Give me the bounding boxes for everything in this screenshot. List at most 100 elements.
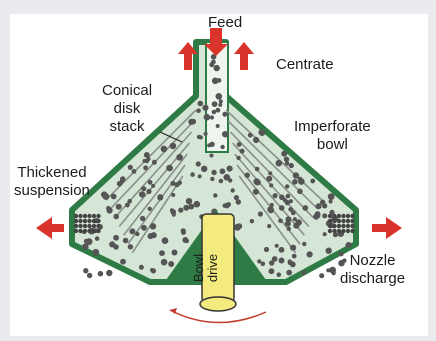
- particle: [143, 159, 147, 163]
- nozzle-particle: [83, 229, 87, 233]
- particle: [234, 195, 239, 200]
- particle: [148, 207, 152, 211]
- particle: [101, 191, 107, 197]
- particle: [151, 268, 156, 273]
- particle: [181, 230, 186, 235]
- particle: [231, 188, 235, 192]
- particle: [236, 156, 240, 160]
- particle: [161, 146, 168, 153]
- particle: [224, 203, 230, 209]
- particle: [216, 124, 220, 128]
- particle: [310, 179, 315, 184]
- particle: [279, 258, 285, 264]
- particle: [281, 151, 287, 157]
- label-conical-disk-stack: Conical disk stack: [102, 82, 152, 136]
- particle: [268, 171, 272, 175]
- particle: [83, 268, 88, 273]
- particle: [253, 189, 259, 195]
- label-nozzle: Nozzle: [340, 252, 405, 270]
- particle: [323, 232, 327, 236]
- particle: [202, 105, 208, 111]
- nozzle-particle: [350, 229, 354, 233]
- particle: [292, 179, 298, 185]
- nozzle-particle: [341, 219, 345, 223]
- particle: [227, 166, 233, 172]
- particle: [170, 208, 174, 212]
- particle: [275, 244, 279, 248]
- particle: [168, 261, 174, 267]
- particle: [219, 179, 224, 184]
- particle: [111, 194, 117, 200]
- nozzle-particle: [96, 224, 100, 228]
- particle: [220, 168, 226, 174]
- nozzle-particle: [78, 224, 82, 228]
- particle: [152, 160, 157, 165]
- particle: [259, 129, 266, 136]
- particle: [261, 262, 266, 267]
- particle: [237, 142, 242, 147]
- particle: [204, 114, 211, 121]
- particle: [141, 186, 146, 191]
- particle: [236, 223, 242, 229]
- nozzle-particle: [332, 224, 336, 228]
- particle: [120, 259, 126, 265]
- particle: [183, 205, 189, 211]
- nozzle-particle: [328, 229, 332, 233]
- particle: [322, 203, 327, 208]
- particle: [288, 207, 293, 212]
- particle: [198, 174, 202, 178]
- particle: [220, 145, 224, 149]
- particle: [95, 236, 100, 241]
- particle: [82, 243, 89, 250]
- particle: [276, 160, 283, 167]
- particle: [113, 214, 119, 220]
- nozzle-particle: [92, 219, 96, 223]
- particle: [172, 213, 176, 217]
- particle: [144, 152, 150, 158]
- particle: [250, 219, 254, 223]
- particle: [171, 193, 175, 197]
- particle: [116, 204, 122, 210]
- particle: [161, 259, 168, 266]
- particle: [212, 101, 218, 107]
- particle: [197, 135, 201, 139]
- particle: [162, 237, 169, 244]
- particle: [214, 65, 220, 71]
- nozzle-particle: [346, 214, 350, 218]
- nozzle-particle: [92, 229, 96, 233]
- particle: [297, 189, 303, 195]
- nozzle-particle: [87, 224, 91, 228]
- particle: [293, 217, 297, 221]
- particle: [146, 189, 151, 194]
- particle: [84, 239, 89, 244]
- particle: [319, 273, 324, 278]
- particle: [177, 180, 182, 185]
- label-thickened: Thickened: [14, 164, 90, 182]
- particle: [150, 223, 156, 229]
- particle: [128, 244, 133, 249]
- nozzle-particle: [332, 219, 336, 223]
- nozzle-particle: [96, 229, 100, 233]
- particle: [285, 200, 290, 205]
- particle: [128, 165, 133, 170]
- particle: [178, 208, 183, 213]
- particle: [213, 193, 217, 197]
- particle: [170, 181, 175, 186]
- particle: [264, 247, 269, 252]
- particle: [172, 250, 178, 256]
- drive-shaft-end: [200, 297, 236, 311]
- particle: [267, 206, 274, 213]
- particle: [326, 248, 332, 254]
- particle: [288, 259, 292, 263]
- particle: [255, 167, 260, 172]
- label-centrate: Centrate: [276, 56, 334, 74]
- particle: [211, 170, 216, 175]
- particle: [194, 201, 201, 208]
- label-suspension: suspension: [14, 182, 90, 200]
- particle: [329, 199, 333, 203]
- nozzle-particle: [83, 224, 87, 228]
- particle: [277, 272, 282, 277]
- particle: [266, 176, 272, 182]
- particle: [92, 249, 99, 256]
- particle: [287, 227, 291, 231]
